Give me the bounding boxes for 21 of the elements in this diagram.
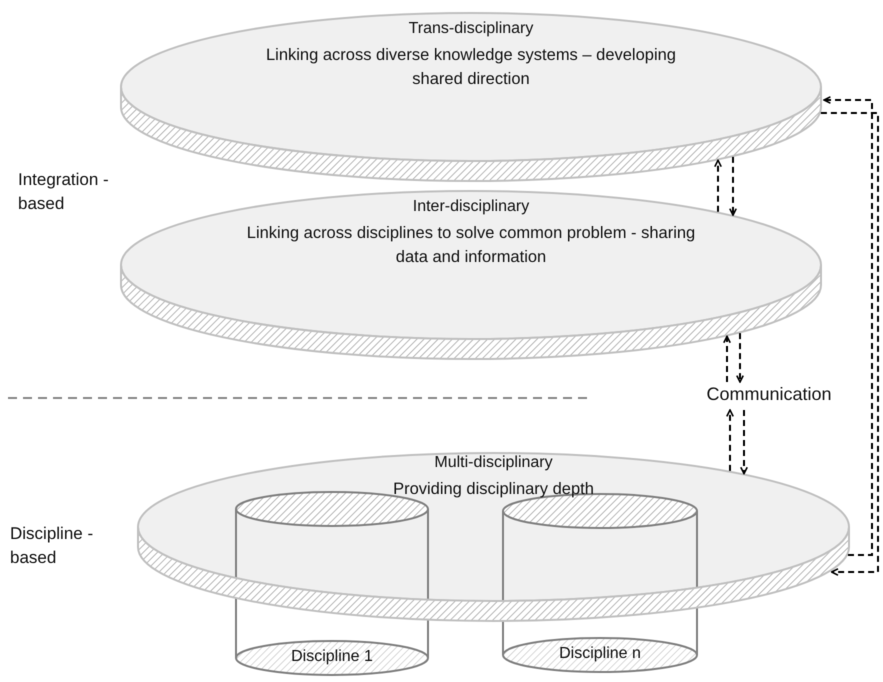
layer-description: Linking across diverse knowledge systems – developing shared direction [265,45,677,90]
connector-label: Communication [705,384,833,405]
dashed-arrow [729,156,737,216]
disc-layer [120,12,822,182]
dashed-arrow [823,96,873,556]
category-label: Integration -based [18,169,110,215]
dashed-arrow [714,159,722,212]
cylinder-label: Discipline 1 [290,648,374,666]
dashed-arrow [723,336,731,382]
layer-title: Trans-disciplinary [408,20,534,38]
cylinder-label: Discipline n [558,645,642,663]
layer-description: Linking across disciplines to solve common problem - sharing data and information [246,223,696,268]
disc-layer [120,190,822,360]
category-label: Discipline -based [10,523,94,569]
dashed-arrow [736,333,744,383]
dashed-arrow [726,409,734,471]
layer-description: Providing disciplinary depth [392,479,595,500]
dashed-arrow [740,410,748,474]
dashed-arrow [820,112,879,576]
layer-title: Inter-disciplinary [412,198,530,216]
layer-title: Multi-disciplinary [433,454,554,472]
